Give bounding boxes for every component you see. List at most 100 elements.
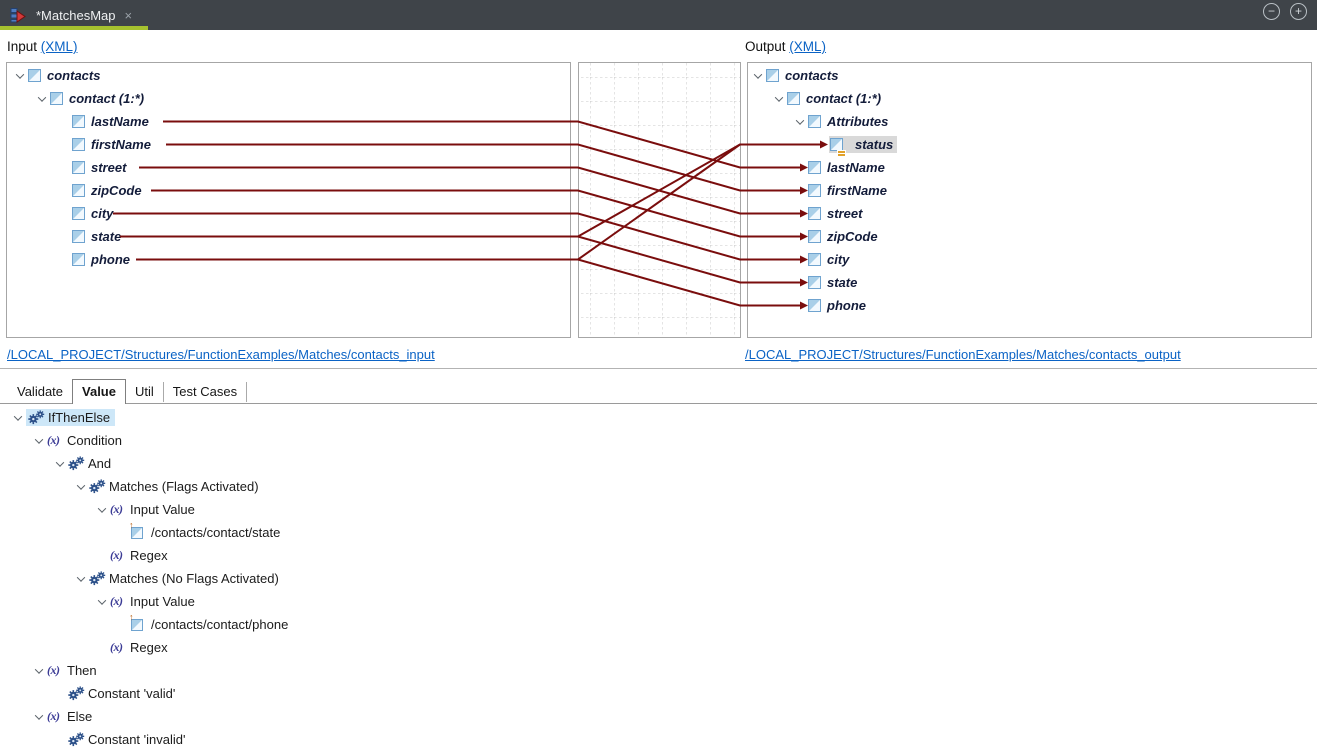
xml-element-icon bbox=[808, 230, 821, 243]
tab-value[interactable]: Value bbox=[72, 378, 126, 404]
selected-row-highlight: status bbox=[829, 136, 898, 154]
output-structure-panel bbox=[747, 62, 1312, 338]
fn-node-ifthenelse[interactable]: IfThenElse bbox=[48, 410, 111, 425]
fn-node-matches-flags[interactable]: Matches (Flags Activated) bbox=[109, 479, 259, 494]
xml-element-icon bbox=[808, 115, 821, 128]
xml-element-icon bbox=[808, 184, 821, 197]
expression-icon: (x) bbox=[47, 663, 60, 677]
xml-element-icon bbox=[808, 161, 821, 174]
xml-element-input-icon bbox=[129, 520, 143, 539]
function-value-tree: IfThenElse (x) Condition And Matches (Fla… bbox=[0, 406, 700, 751]
fn-node-constant-valid[interactable]: Constant 'valid' bbox=[88, 686, 176, 701]
input-node-lastname[interactable]: lastName bbox=[91, 114, 149, 129]
input-node-firstname[interactable]: firstName bbox=[91, 137, 151, 152]
fn-node-constant-invalid[interactable]: Constant 'invalid' bbox=[88, 732, 186, 747]
document-tab-matchesmap[interactable]: *MatchesMap × bbox=[0, 0, 148, 30]
mapping-grid-panel bbox=[578, 62, 741, 338]
xml-element-icon bbox=[72, 207, 85, 220]
chevron-down-icon[interactable] bbox=[12, 69, 28, 79]
input-node-contacts[interactable]: contacts bbox=[47, 68, 101, 83]
chevron-down-icon[interactable] bbox=[792, 115, 808, 125]
tab-title: *MatchesMap bbox=[36, 7, 116, 23]
input-node-phone[interactable]: phone bbox=[91, 252, 130, 267]
chevron-down-icon[interactable] bbox=[750, 69, 766, 79]
chevron-down-icon[interactable] bbox=[31, 664, 47, 674]
chevron-down-icon[interactable] bbox=[52, 457, 68, 467]
chevron-down-icon[interactable] bbox=[10, 411, 26, 421]
output-node-zipcode[interactable]: zipCode bbox=[827, 229, 878, 244]
xml-attribute-icon bbox=[830, 138, 846, 154]
close-tab-icon[interactable]: × bbox=[124, 7, 133, 23]
fn-node-matches-noflags[interactable]: Matches (No Flags Activated) bbox=[109, 571, 279, 586]
tab-util[interactable]: Util bbox=[126, 382, 164, 402]
xml-element-icon bbox=[72, 161, 85, 174]
output-node-lastname[interactable]: lastName bbox=[827, 160, 885, 175]
fn-node-input-value-1[interactable]: Input Value bbox=[130, 502, 195, 517]
gears-function-icon bbox=[89, 479, 106, 494]
tab-test-cases[interactable]: Test Cases bbox=[164, 382, 248, 402]
fn-node-state-path[interactable]: /contacts/contact/state bbox=[151, 525, 281, 540]
tab-validate[interactable]: Validate bbox=[17, 384, 64, 399]
expression-icon: (x) bbox=[47, 433, 60, 447]
gears-function-icon bbox=[68, 456, 85, 471]
output-node-firstname[interactable]: firstName bbox=[827, 183, 887, 198]
fn-node-phone-path[interactable]: /contacts/contact/phone bbox=[151, 617, 289, 632]
fn-node-regex-1[interactable]: Regex bbox=[130, 548, 168, 563]
output-node-phone[interactable]: phone bbox=[827, 298, 866, 313]
selected-node-highlight: IfThenElse bbox=[26, 409, 116, 426]
input-structure-path-link[interactable]: /LOCAL_PROJECT/Structures/FunctionExampl… bbox=[7, 347, 435, 362]
xml-element-icon bbox=[808, 207, 821, 220]
chevron-down-icon[interactable] bbox=[94, 503, 110, 513]
expression-icon: (x) bbox=[110, 594, 123, 608]
mapping-document-icon bbox=[10, 8, 26, 23]
chevron-down-icon[interactable] bbox=[73, 572, 89, 582]
output-node-status[interactable]: status bbox=[855, 137, 894, 152]
gears-function-icon bbox=[89, 571, 106, 586]
fn-node-input-value-2[interactable]: Input Value bbox=[130, 594, 195, 609]
xml-element-icon bbox=[766, 69, 779, 82]
chevron-down-icon[interactable] bbox=[94, 595, 110, 605]
input-node-zipcode[interactable]: zipCode bbox=[91, 183, 142, 198]
output-node-state[interactable]: state bbox=[827, 275, 858, 290]
panel-separator bbox=[0, 368, 1317, 369]
xml-element-icon bbox=[808, 253, 821, 266]
chevron-down-icon[interactable] bbox=[73, 480, 89, 490]
input-xml-link[interactable]: (XML) bbox=[40, 39, 78, 54]
expression-icon: (x) bbox=[110, 502, 123, 516]
xml-element-icon bbox=[50, 92, 63, 105]
input-node-city[interactable]: city bbox=[91, 206, 114, 221]
expression-icon: (x) bbox=[110, 640, 123, 654]
input-node-street[interactable]: street bbox=[91, 160, 127, 175]
expression-icon: (x) bbox=[110, 548, 123, 562]
input-node-contact[interactable]: contact (1:*) bbox=[69, 91, 145, 106]
output-node-attributes[interactable]: Attributes bbox=[827, 114, 889, 129]
output-xml-link[interactable]: (XML) bbox=[789, 39, 827, 54]
expand-button[interactable]: + bbox=[1290, 3, 1307, 20]
fn-node-condition[interactable]: Condition bbox=[67, 433, 122, 448]
output-node-contact[interactable]: contact (1:*) bbox=[806, 91, 882, 106]
input-tree: contacts contact (1:*) lastName firstNam… bbox=[7, 64, 562, 271]
titlebar: *MatchesMap × − + bbox=[0, 0, 1317, 30]
output-node-city[interactable]: city bbox=[827, 252, 850, 267]
chevron-down-icon[interactable] bbox=[31, 710, 47, 720]
output-node-contacts[interactable]: contacts bbox=[785, 68, 839, 83]
output-label: Output bbox=[745, 39, 790, 54]
output-tree: contacts contact (1:*) Attributes status… bbox=[748, 64, 1303, 317]
tabs-baseline bbox=[0, 403, 1317, 404]
xml-element-icon bbox=[72, 184, 85, 197]
fn-node-and[interactable]: And bbox=[88, 456, 112, 471]
collapse-button[interactable]: − bbox=[1263, 3, 1280, 20]
output-structure-path-link[interactable]: /LOCAL_PROJECT/Structures/FunctionExampl… bbox=[745, 347, 1181, 362]
active-tab-underline bbox=[0, 26, 148, 30]
fn-node-then[interactable]: Then bbox=[67, 663, 97, 678]
output-node-street[interactable]: street bbox=[827, 206, 863, 221]
chevron-down-icon[interactable] bbox=[34, 92, 50, 102]
input-header: Input (XML) bbox=[7, 39, 78, 57]
input-node-state[interactable]: state bbox=[91, 229, 122, 244]
fn-node-else[interactable]: Else bbox=[67, 709, 93, 724]
chevron-down-icon[interactable] bbox=[771, 92, 787, 102]
fn-node-regex-2[interactable]: Regex bbox=[130, 640, 168, 655]
bottom-tabs: Validate Value Util Test Cases bbox=[8, 378, 248, 404]
xml-element-icon bbox=[808, 299, 821, 312]
chevron-down-icon[interactable] bbox=[31, 434, 47, 444]
